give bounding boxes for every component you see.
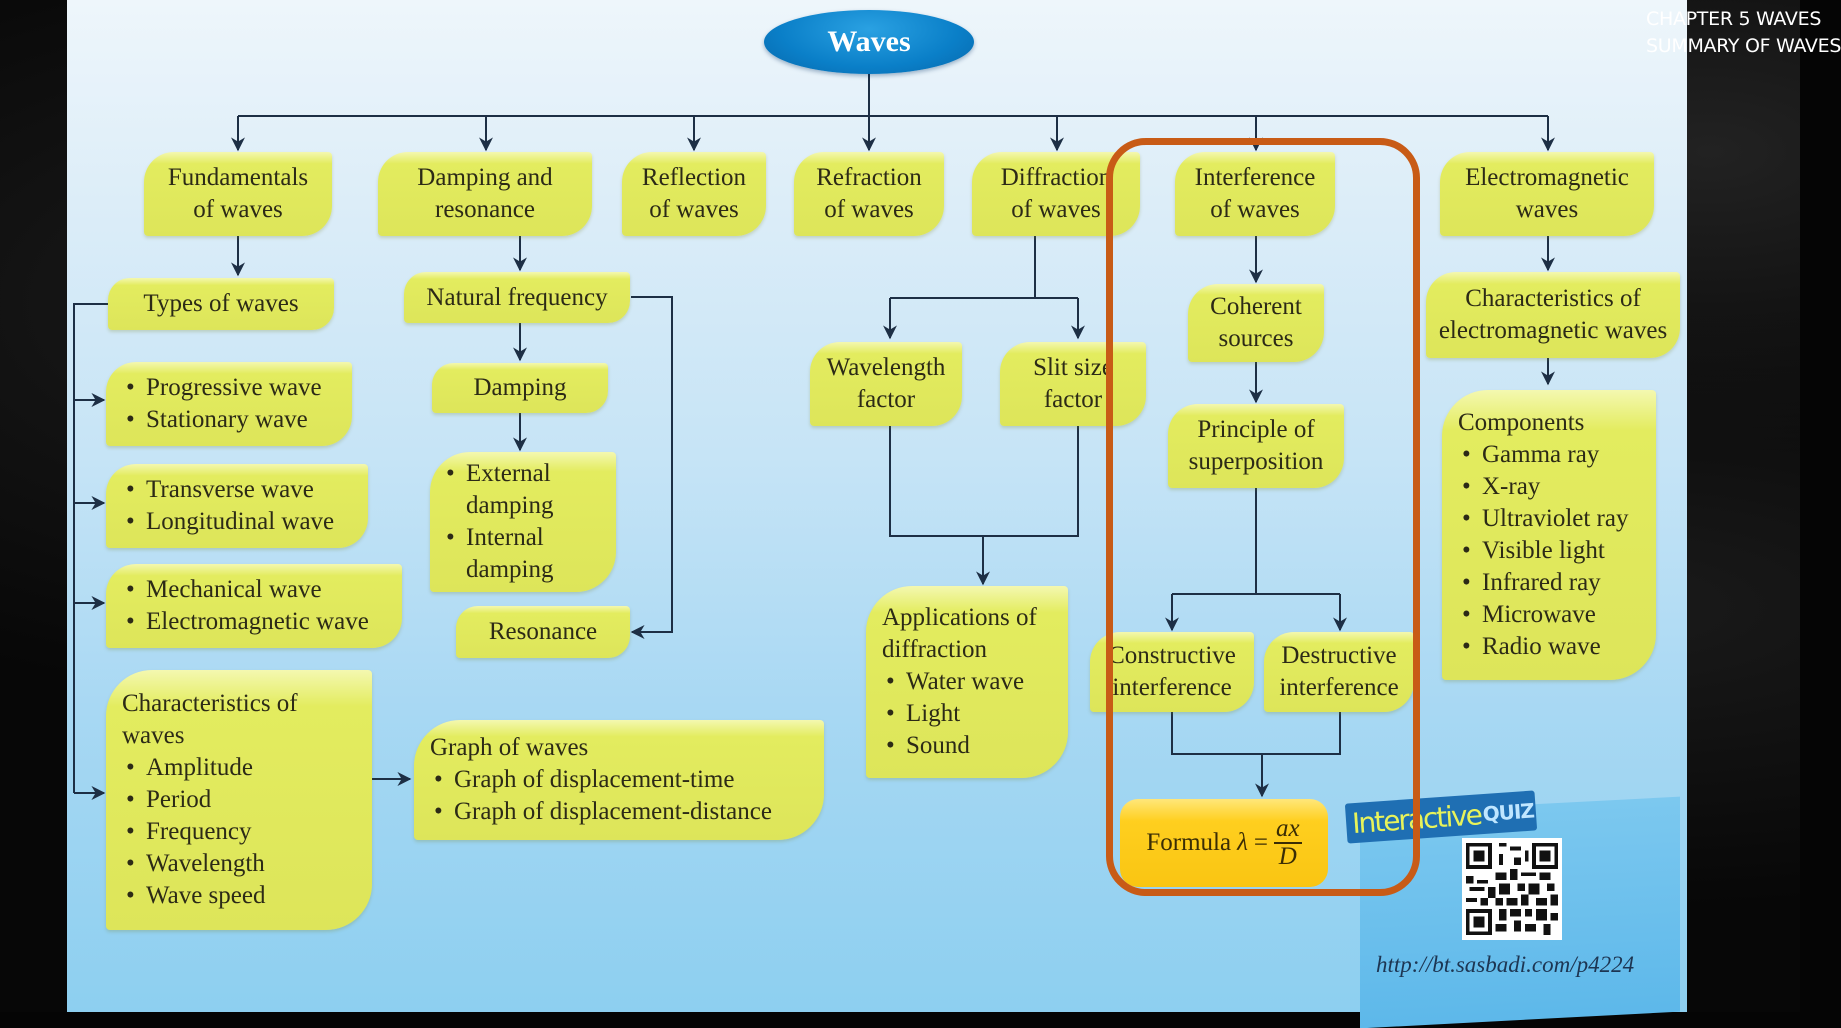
- node-title: Applications of diffraction: [882, 604, 1037, 663]
- node-label: Constructive interference: [1108, 642, 1236, 701]
- slide-title-line-2: SUMMARY OF WAVES: [1646, 35, 1841, 57]
- node-refraction-of-waves: Refraction of waves: [794, 152, 944, 236]
- node-natural-frequency: Natural frequency: [404, 272, 630, 323]
- node-label: Types of waves: [143, 290, 299, 317]
- node-electromagnetic-waves: Electromagnetic waves: [1440, 152, 1654, 236]
- formula-denominator: D: [1278, 843, 1297, 870]
- list-item: Wavelength: [122, 848, 265, 880]
- node-label: Diffraction of waves: [1000, 164, 1112, 223]
- formula-numerator: ax: [1274, 815, 1302, 844]
- list-item: Wave speed: [122, 880, 265, 912]
- list-item: Water wave: [882, 666, 1024, 698]
- node-wave-group-mechanical-electromagnetic: Mechanical wave Electromagnetic wave: [106, 564, 402, 648]
- node-label: Fundamentals of waves: [167, 164, 309, 223]
- node-principle-of-superposition: Principle of superposition: [1168, 404, 1344, 488]
- node-constructive-interference: Constructive interference: [1090, 632, 1254, 712]
- list-item: Ultraviolet ray: [1458, 503, 1628, 535]
- node-fundamentals-of-waves: Fundamentals of waves: [144, 152, 332, 236]
- node-destructive-interference: Destructive interference: [1264, 632, 1414, 712]
- highlight-frame-interference: [1106, 138, 1420, 896]
- list-item: Graph of displacement-distance: [430, 796, 772, 828]
- node-coherent-sources: Coherent sources: [1188, 284, 1324, 362]
- list-item: Internal damping: [442, 522, 592, 586]
- node-label: Slit size factor: [1033, 354, 1113, 413]
- node-label: Reflection of waves: [641, 164, 747, 223]
- qr-code-icon[interactable]: [1462, 838, 1562, 940]
- node-applications-of-diffraction: Applications of diffraction Water wave L…: [866, 586, 1068, 778]
- node-label: Damping: [473, 374, 567, 401]
- list-item: Amplitude: [122, 752, 265, 784]
- node-title: Graph of waves: [430, 734, 589, 761]
- node-characteristics-of-waves: Characteristics of waves Amplitude Perio…: [106, 670, 372, 930]
- node-em-components: Components Gamma ray X-ray Ultraviolet r…: [1442, 390, 1656, 680]
- node-label: Principle of superposition: [1188, 416, 1324, 475]
- list-item: Frequency: [122, 816, 265, 848]
- list-item: Graph of displacement-time: [430, 764, 772, 796]
- node-label: Electromagnetic waves: [1465, 164, 1629, 223]
- list-item: Electromagnetic wave: [122, 606, 369, 638]
- list-item: Gamma ray: [1458, 439, 1628, 471]
- list-item: Radio wave: [1458, 631, 1628, 663]
- root-node-waves: Waves: [764, 10, 974, 74]
- node-title: Components: [1458, 409, 1585, 436]
- node-label: Resonance: [488, 618, 598, 645]
- list-item: Infrared ray: [1458, 567, 1628, 599]
- list-item: Light: [882, 698, 1024, 730]
- node-characteristics-of-em-waves: Characteristics of electromagnetic waves: [1426, 272, 1680, 358]
- list-item: Transverse wave: [122, 474, 334, 506]
- node-label: Refraction of waves: [816, 164, 922, 223]
- node-interference-of-waves: Interference of waves: [1175, 152, 1335, 236]
- node-formula: Formula λ = ax D: [1120, 799, 1328, 887]
- node-wavelength-factor: Wavelength factor: [810, 342, 962, 426]
- node-label: Characteristics of electromagnetic waves: [1438, 285, 1668, 344]
- list-item: X-ray: [1458, 471, 1628, 503]
- node-label: Interference of waves: [1194, 164, 1316, 223]
- node-label: Wavelength factor: [826, 354, 946, 413]
- list-item: Visible light: [1458, 535, 1628, 567]
- node-label: Coherent sources: [1210, 293, 1302, 352]
- node-types-of-waves: Types of waves: [108, 278, 334, 330]
- node-wave-group-progressive-stationary: Progressive wave Stationary wave: [106, 362, 352, 446]
- node-slit-size-factor: Slit size factor: [1000, 342, 1146, 426]
- quiz-banner-word-2: QUIZ: [1481, 798, 1535, 827]
- node-wave-group-transverse-longitudinal: Transverse wave Longitudinal wave: [106, 464, 368, 548]
- list-item: Progressive wave: [122, 372, 322, 404]
- node-title: Characteristics of waves: [122, 690, 298, 749]
- list-item: External damping: [442, 458, 592, 522]
- list-item: Period: [122, 784, 265, 816]
- node-graph-of-waves: Graph of waves Graph of displacement-tim…: [414, 720, 824, 840]
- slide-title: CHAPTER 5 WAVES SUMMARY OF WAVES: [1646, 6, 1841, 60]
- formula-fraction: ax D: [1274, 816, 1302, 870]
- list-item: Mechanical wave: [122, 574, 369, 606]
- node-label: Damping and resonance: [417, 164, 553, 223]
- quiz-link[interactable]: http://bt.sasbadi.com/p4224: [1376, 952, 1635, 977]
- slide-title-line-1: CHAPTER 5 WAVES: [1646, 8, 1822, 30]
- formula-label: Formula: [1146, 829, 1232, 856]
- node-damping-kinds: External damping Internal damping: [430, 452, 616, 592]
- formula-lambda: λ: [1237, 829, 1248, 856]
- node-damping-and-resonance: Damping and resonance: [378, 152, 592, 236]
- list-item: Longitudinal wave: [122, 506, 334, 538]
- list-item: Sound: [882, 730, 1024, 762]
- list-item: Stationary wave: [122, 404, 322, 436]
- node-label: Natural frequency: [426, 283, 608, 311]
- node-reflection-of-waves: Reflection of waves: [622, 152, 766, 236]
- formula-equals: =: [1253, 829, 1269, 856]
- list-item: Microwave: [1458, 599, 1628, 631]
- node-damping: Damping: [432, 363, 608, 413]
- node-resonance: Resonance: [456, 606, 630, 658]
- node-label: Destructive interference: [1279, 642, 1399, 701]
